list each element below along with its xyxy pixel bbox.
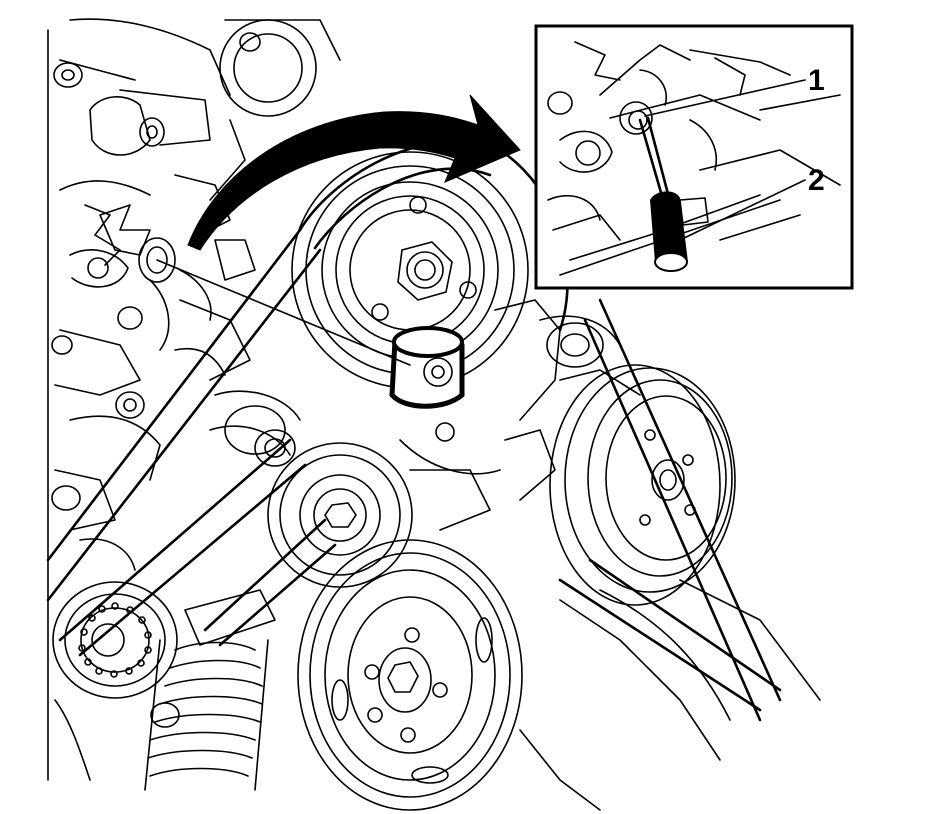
callout-1-label: 1 — [808, 64, 825, 97]
spring-assembly — [144, 589, 276, 791]
rotation-arrow — [187, 94, 521, 251]
ac-compressor-pulley — [549, 364, 736, 606]
detail-inset: 1 2 — [534, 24, 854, 290]
lower-left-pulley — [52, 581, 178, 699]
idler-pulley — [267, 442, 413, 588]
pulley-teeth — [78, 602, 152, 678]
crankshaft-pulley — [297, 539, 523, 811]
left-idler — [138, 237, 411, 366]
tensioner-bolt-highlight — [389, 326, 465, 409]
callout-2-label: 2 — [808, 164, 825, 197]
